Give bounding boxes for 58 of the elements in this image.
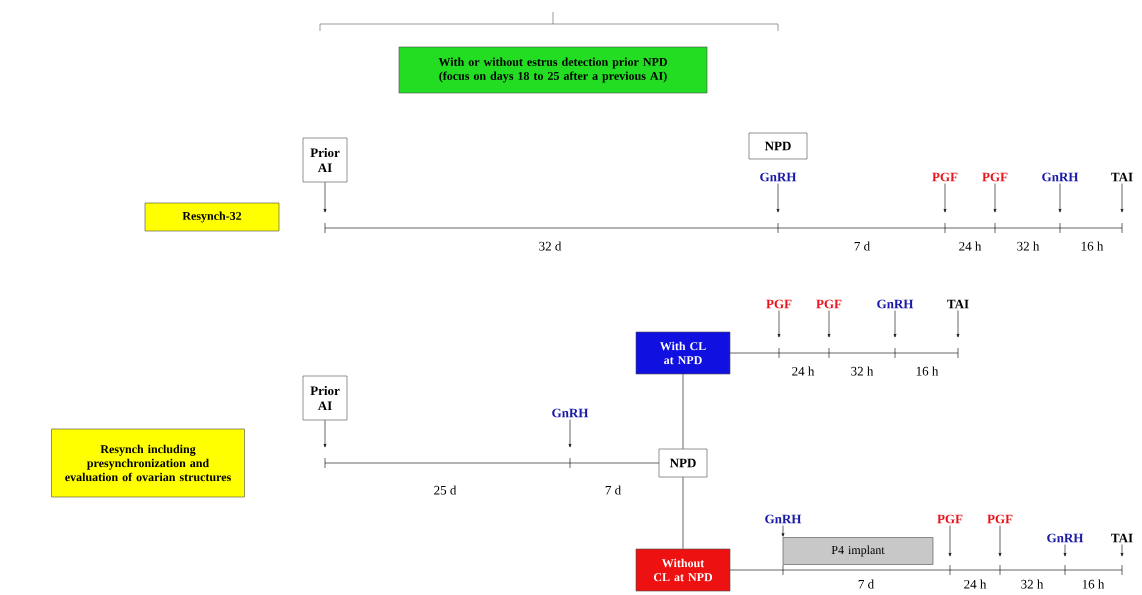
hormone-label: GnRH	[760, 172, 797, 182]
arrow	[323, 182, 327, 213]
duration-label: 24 h	[964, 579, 987, 589]
note-box: With or without estrus detection prior NPD (focus on days 18 to 25 after a previous AI)	[398, 46, 708, 94]
event-box: Prior AI	[302, 137, 348, 183]
event-box: NPD	[748, 132, 808, 160]
arrow	[998, 525, 1002, 557]
arrow	[1120, 544, 1124, 557]
hormone-label: TAI	[1111, 533, 1133, 543]
duration-label: 7 d	[854, 241, 870, 251]
duration-label: 7 d	[605, 485, 621, 495]
arrow	[777, 310, 781, 338]
hormone-label: GnRH	[552, 408, 589, 418]
hormone-label: TAI	[1111, 172, 1133, 182]
duration-label: 32 h	[1021, 579, 1044, 589]
hormone-label: PGF	[816, 299, 842, 309]
arrow	[323, 420, 327, 448]
hormone-label: PGF	[766, 299, 792, 309]
arrow	[1058, 183, 1062, 213]
duration-label: 32 h	[1017, 241, 1040, 251]
hormone-label: GnRH	[765, 514, 802, 524]
arrow	[781, 525, 785, 537]
arrow	[993, 183, 997, 213]
protocol-box: Resynch-32	[144, 202, 280, 232]
duration-label: 32 d	[539, 241, 562, 251]
hormone-label: GnRH	[1042, 172, 1079, 182]
connector-line	[682, 477, 684, 549]
duration-label: 24 h	[792, 366, 815, 376]
implant-bar: P4 implant	[782, 537, 934, 565]
arrow	[943, 183, 947, 213]
hormone-label: PGF	[932, 172, 958, 182]
event-box: Prior AI	[302, 375, 348, 421]
treatment-box: With CL at NPD	[635, 331, 731, 375]
hormone-label: PGF	[937, 514, 963, 524]
arrow	[827, 310, 831, 338]
duration-label: 16 h	[1082, 579, 1105, 589]
arrow	[948, 525, 952, 557]
duration-label: 16 h	[1081, 241, 1104, 251]
arrow	[1063, 544, 1067, 557]
arrow	[1120, 183, 1124, 213]
hormone-label: PGF	[982, 172, 1008, 182]
duration-label: 32 h	[851, 366, 874, 376]
connector-line	[682, 374, 684, 449]
arrow	[956, 310, 960, 338]
duration-label: 16 h	[916, 366, 939, 376]
treatment-box: Without CL at NPD	[635, 548, 731, 592]
hormone-label: GnRH	[1047, 533, 1084, 543]
arrow	[776, 183, 780, 213]
event-box: NPD	[658, 448, 708, 478]
arrow	[893, 310, 897, 338]
hormone-label: PGF	[987, 514, 1013, 524]
protocol-box: Resynch including presynchronization and evaluation of ovarian structures	[51, 428, 245, 498]
hormone-label: TAI	[947, 299, 969, 309]
duration-label: 25 d	[434, 485, 457, 495]
arrow	[568, 419, 572, 448]
duration-label: 24 h	[959, 241, 982, 251]
hormone-label: GnRH	[877, 299, 914, 309]
duration-label: 7 d	[858, 579, 874, 589]
